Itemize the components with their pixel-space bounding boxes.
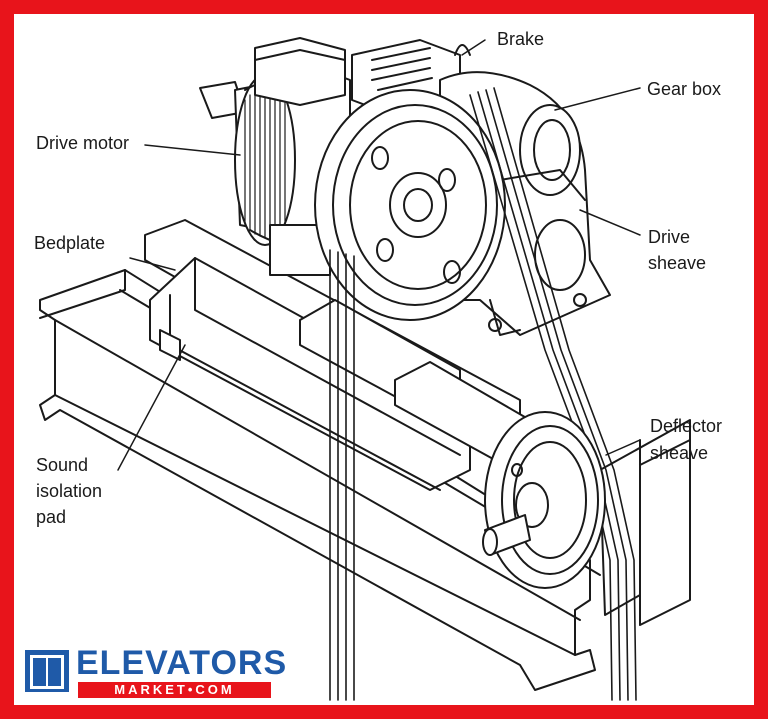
label-sound-line1: Sound [36,455,89,475]
label-deflector-sheave-line2: sheave [650,443,709,463]
elevators-market-logo: ELEVATORS MARKET•COM [24,645,286,698]
label-drive-sheave-line1: Drive [648,227,691,247]
deflector-sheave [482,411,606,589]
label-drive-sheave-line2: sheave [648,253,707,273]
logo-subtitle: MARKET•COM [78,682,271,698]
label-brake: Brake [497,29,545,49]
label-deflector-sheave-line1: Deflector [650,416,723,436]
leader-lines [117,39,641,471]
label-drive-motor: Drive motor [36,133,130,153]
label-sound-line2: isolation [36,481,103,501]
drive-sheave [314,89,506,321]
elevator-door-icon [25,650,69,692]
front-i-beam [39,269,601,691]
drive-motor [199,37,351,276]
label-gear-box: Gear box [647,79,722,99]
hoist-ropes [329,87,637,701]
label-bedplate: Bedplate [34,233,106,253]
right-i-beam [599,419,691,626]
label-sound-line3: pad [36,507,67,527]
logo-wordmark: ELEVATORS [76,644,288,682]
